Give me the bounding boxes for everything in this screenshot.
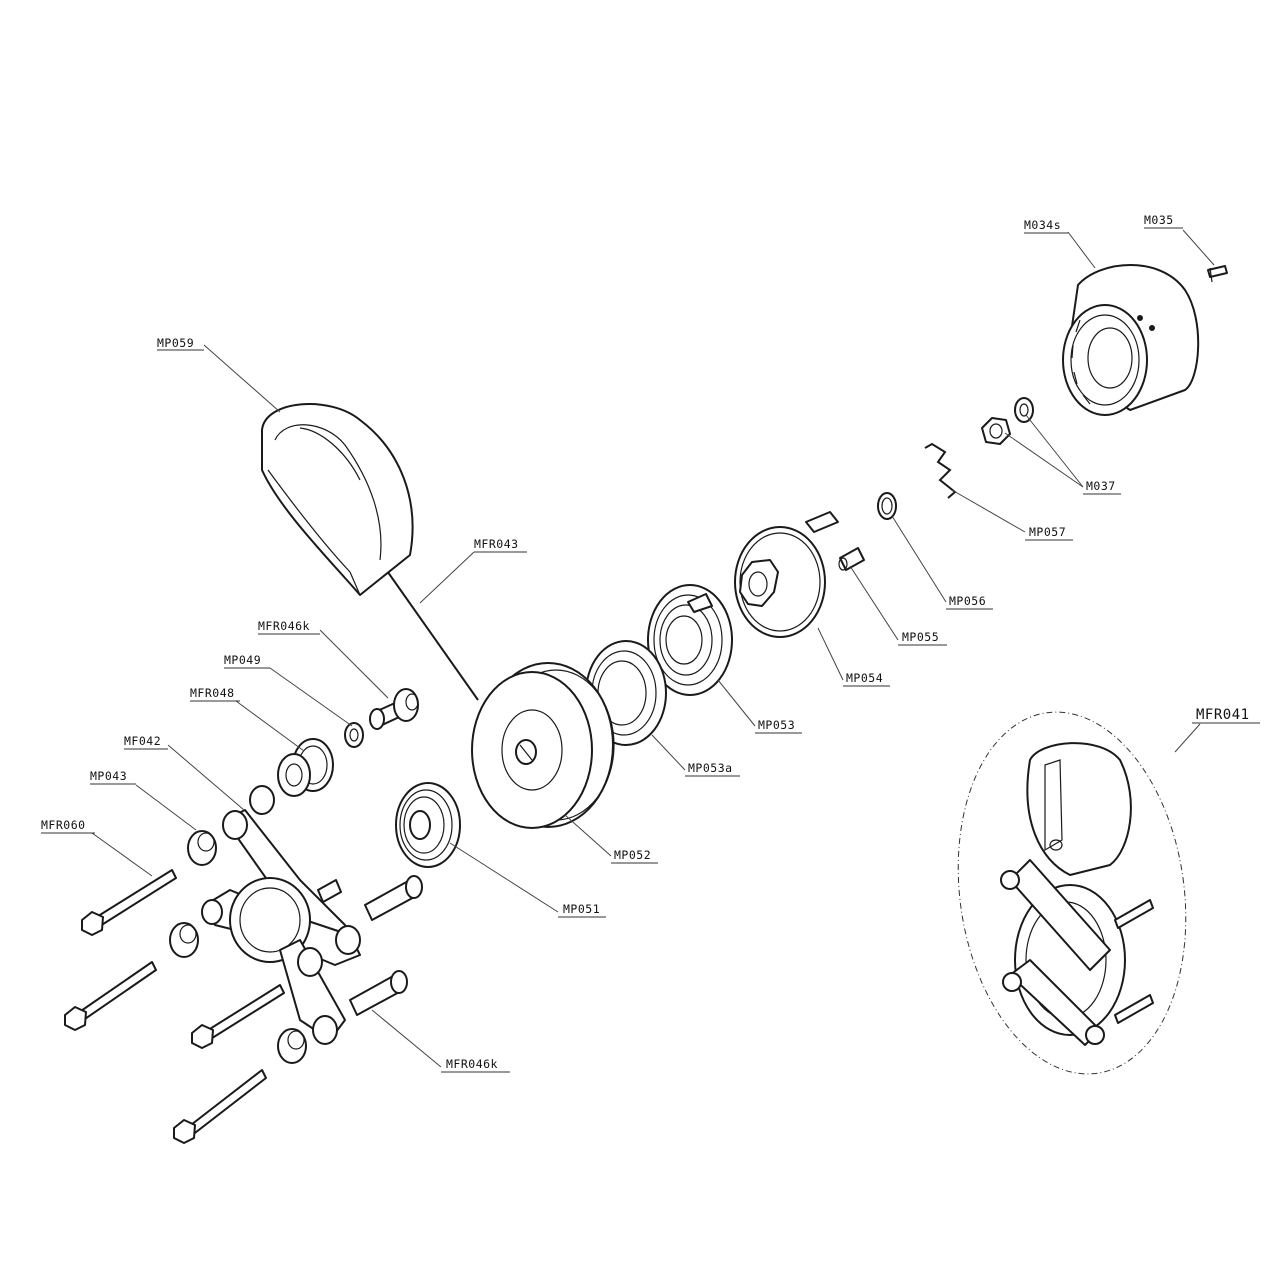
label-mp052: MP052 (614, 848, 651, 862)
part-mp049-washer (344, 722, 364, 748)
label-mp049: MP049 (224, 653, 261, 667)
label-mfr046k-bottom: MFR046k (446, 1057, 498, 1071)
label-mp059: MP059 (157, 336, 194, 350)
label-mp043: MP043 (90, 769, 127, 783)
part-mp052-pulley (471, 662, 615, 829)
label-m037: M037 (1086, 479, 1116, 493)
label-mf042: MF042 (124, 734, 161, 748)
part-m037-nut-washer (981, 397, 1034, 445)
part-mp053-spring (647, 584, 733, 696)
part-mp056-ring (877, 492, 897, 520)
part-mfr048-gear (277, 738, 334, 797)
label-mp056: MP056 (949, 594, 986, 608)
part-mp059-strap (261, 403, 414, 596)
part-mp055-pins (805, 511, 865, 571)
part-mfr043-cable (384, 567, 479, 701)
label-mp053a: MP053a (688, 761, 733, 775)
leader-lines (91, 229, 1215, 1068)
part-m034s-housing (1062, 264, 1200, 416)
part-mfr046k-axle-top (369, 688, 419, 730)
part-mfr041-assembly (957, 711, 1187, 1075)
label-mfr046k-top: MFR046k (258, 619, 310, 633)
part-m035-pin (1207, 265, 1228, 283)
label-m034s: M034s (1024, 218, 1061, 232)
part-mp057-spring-clip (924, 442, 957, 499)
label-mp057: MP057 (1029, 525, 1066, 539)
label-mp053: MP053 (758, 718, 795, 732)
part-mfr060-bolts (64, 869, 285, 1144)
label-mfr041: MFR041 (1196, 707, 1250, 723)
part-mp043-spacers (169, 830, 307, 1064)
label-mfr048: MFR048 (190, 686, 235, 700)
part-mp054-disc (734, 526, 826, 638)
label-m035: M035 (1144, 213, 1174, 227)
part-labels: MP059 MFR043 MFR046k MP049 MFR048 MF042 … (41, 213, 1260, 1073)
label-mp055: MP055 (902, 630, 939, 644)
part-mf042-frame (201, 785, 361, 1045)
label-mfr060: MFR060 (41, 818, 86, 832)
part-mp051-reel (395, 782, 461, 868)
label-mp051: MP051 (563, 902, 600, 916)
label-mfr043: MFR043 (474, 537, 519, 551)
part-mfr046k-bushings (317, 875, 423, 1016)
label-mp054: MP054 (846, 671, 883, 685)
